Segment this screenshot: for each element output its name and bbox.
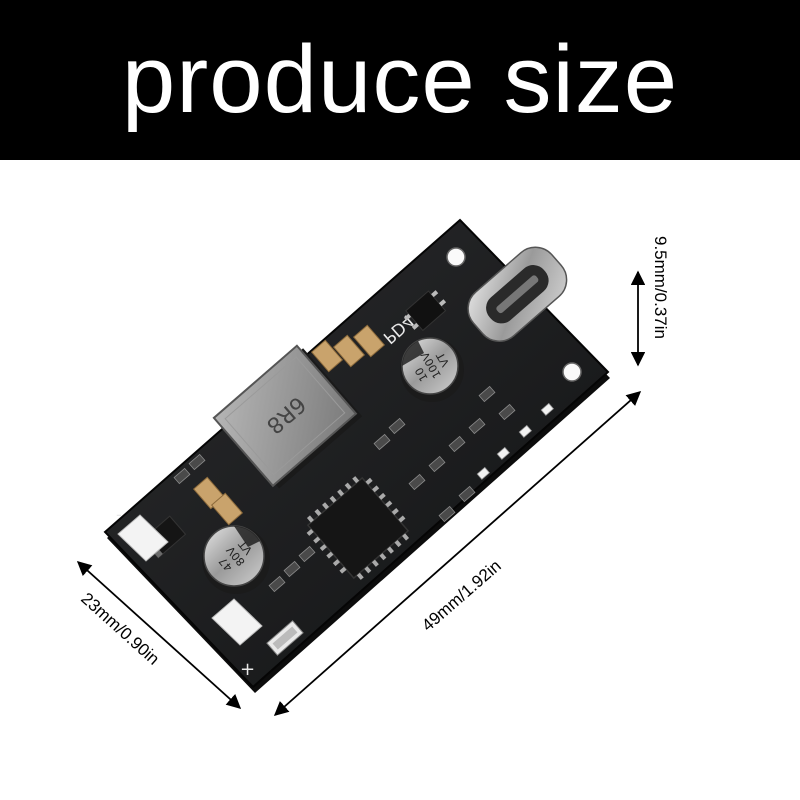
height-dimension: 9.5mm/0.37in [630, 236, 670, 367]
solder-pad-minus [117, 514, 169, 562]
solder-pads [117, 514, 263, 646]
product-stage: 9.5mm/0.37in 49mm/1.92in 23mm/0.90in [0, 160, 800, 800]
electrolytic-capacitor-small: 10 100V VT [400, 337, 464, 402]
cap-small-series: VT [434, 350, 453, 369]
smd-capacitor-group-lower [192, 476, 244, 526]
smd-components [173, 385, 516, 593]
inductor: 6R8 [212, 344, 363, 489]
cap-small-value: 10 [412, 365, 430, 384]
mounting-hole [562, 362, 582, 382]
main-ic-chip [306, 476, 410, 580]
smd-capacitor-group [310, 324, 386, 373]
length-dimension-label: 49mm/1.92in [418, 556, 505, 635]
chip-top [403, 290, 447, 332]
banner-title: produce size [121, 26, 679, 133]
title-banner: produce size [0, 0, 800, 160]
solder-pad-plus [211, 598, 263, 646]
plus-mark: + [240, 659, 255, 680]
product-illustration: 9.5mm/0.37in 49mm/1.92in 23mm/0.90in [76, 218, 670, 716]
indicator-leds [476, 402, 554, 480]
electrolytic-capacitor-large: 47 80V VT [202, 525, 270, 594]
height-dimension-label: 9.5mm/0.37in [651, 236, 670, 339]
usb-c-connector [467, 246, 568, 342]
pcb-board: PD45W 10 100V [103, 218, 610, 693]
small-connector [266, 620, 304, 656]
mounting-hole [446, 247, 466, 267]
minus-mark: - [116, 505, 122, 524]
